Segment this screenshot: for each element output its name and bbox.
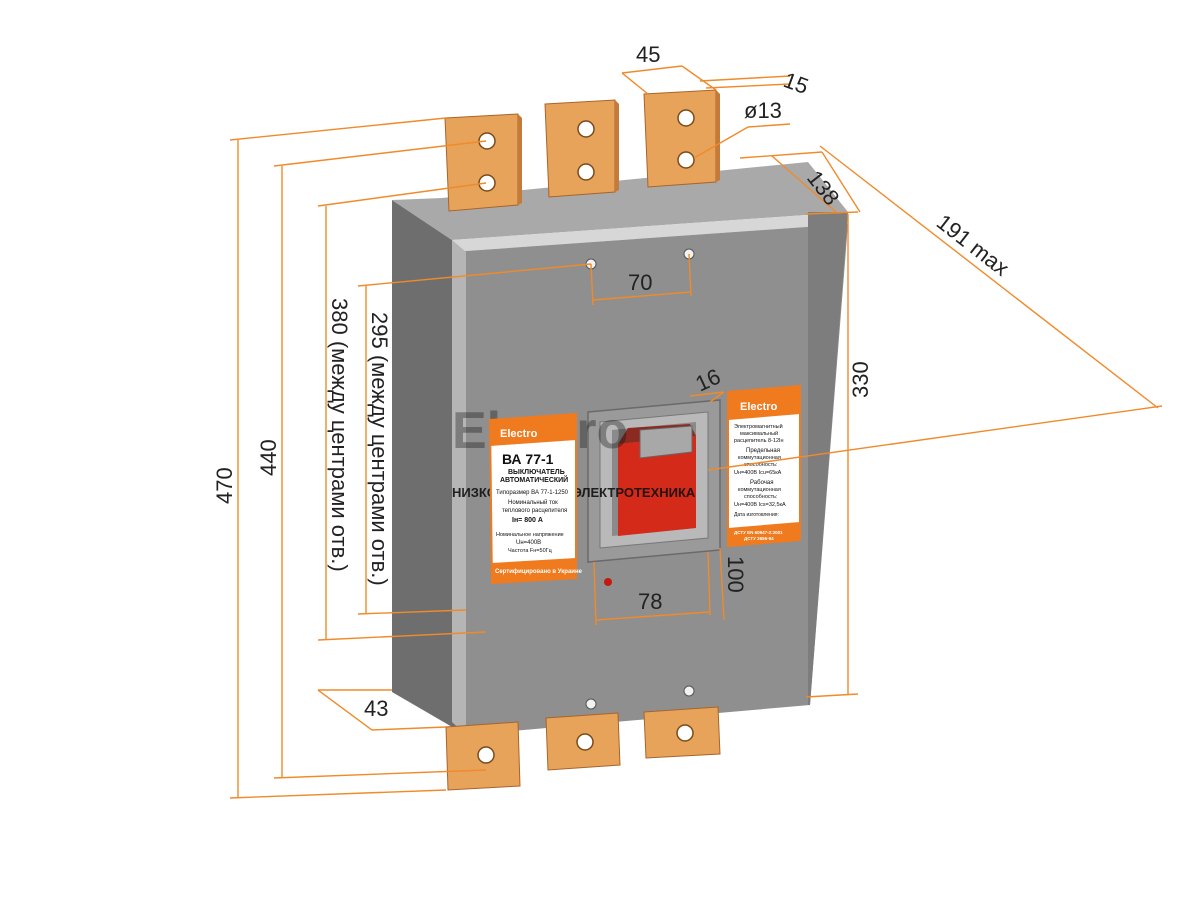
dimension-lines: [229, 65, 1163, 799]
dim-43: 43: [364, 696, 388, 721]
left-label-current-value: Iн= 800 А: [512, 517, 543, 524]
breaker-top-face: [392, 162, 848, 240]
terminal-top-3: [643, 89, 720, 188]
left-label-title-1: ВЫКЛЮЧАТЕЛЬ: [508, 469, 565, 476]
breaker-right-edge: [808, 212, 848, 705]
left-label-current-1: Номинальный ток: [508, 499, 558, 506]
terminal-top-1: [444, 113, 522, 212]
dim-78: 78: [638, 589, 662, 614]
terminal-bottom-3: [643, 706, 721, 759]
right-label-line-3: расцепитель 8-12Iн: [734, 438, 784, 444]
dim-380: 380 (между центрами отв.): [327, 298, 352, 572]
left-label-title-2: АВТОМАТИЧЕСКИЙ: [500, 475, 568, 484]
handle-lever[interactable]: [618, 436, 696, 536]
left-label-cert: Сертифицировано в Украине: [495, 568, 583, 575]
right-label-line-2: максимальный: [740, 430, 778, 437]
left-label-voltage-value: Uн=400В: [516, 540, 541, 546]
dim-100: 100: [723, 556, 748, 593]
right-label-line-6: способность:: [744, 462, 778, 468]
left-label-current-2: теплового расцепителя: [502, 508, 567, 514]
right-label-line-8: Рабочая: [750, 480, 774, 486]
left-label-model: ВА 77-1: [502, 451, 554, 467]
terminal-bottom-1: [445, 721, 521, 791]
handle-assembly: [587, 399, 721, 563]
left-rating-label: Electro ВА 77-1 ВЫКЛЮЧАТЕЛЬ АВТОМАТИЧЕСК…: [488, 412, 583, 585]
dim-45: 45: [636, 42, 660, 67]
right-label-line-11: Uн=400В Ics=32,5кА: [734, 502, 786, 508]
breaker-side-face: [392, 200, 466, 735]
left-label-size: Типоразмер ВА 77-1-1250: [496, 490, 569, 496]
left-label-brand: Electro: [500, 428, 538, 440]
dim-470: 470: [212, 467, 237, 504]
mount-hole-bottom-left: [585, 698, 597, 710]
right-label-line-10: способность:: [744, 494, 778, 500]
right-label-line-1: Электромагнитный: [734, 423, 783, 430]
dim-295: 295 (между центрами отв.): [367, 312, 392, 586]
right-label-line-13: ДСТУ EN 60947-2:2001: [734, 530, 783, 535]
dim-330: 330: [848, 361, 873, 398]
left-label-voltage-1: Номинальное напряжение: [496, 532, 564, 538]
dim-440: 440: [256, 439, 281, 476]
left-label-frequency: Частота Fн=50Гц: [508, 548, 553, 554]
right-label-line-12: Дата изготовления:: [734, 512, 779, 518]
right-label-line-9: коммутационная: [738, 487, 781, 493]
indicator-dot: [604, 578, 612, 586]
dim-15: 15: [780, 67, 812, 99]
right-label-line-7: Uн=400В Icu=65кА: [734, 470, 782, 476]
mount-hole-bottom-right: [683, 685, 695, 697]
right-trip-label: Electro Электромагнитный максимальный ра…: [727, 384, 801, 548]
right-label-brand: Electro: [740, 401, 778, 413]
breaker-cover-lip: [452, 212, 848, 252]
dim-70: 70: [628, 270, 652, 295]
terminal-top-2: [544, 99, 619, 198]
breaker-cover-left-edge: [452, 240, 466, 735]
dim-13: ø13: [744, 98, 782, 123]
dim-191: 191 max: [932, 209, 1014, 281]
right-label-line-4: Предельная: [746, 448, 780, 454]
terminal-bottom-2: [545, 712, 621, 771]
right-label-line-14: ДСТУ 2656-94: [744, 536, 774, 541]
right-label-line-5: коммутационная: [738, 455, 781, 461]
